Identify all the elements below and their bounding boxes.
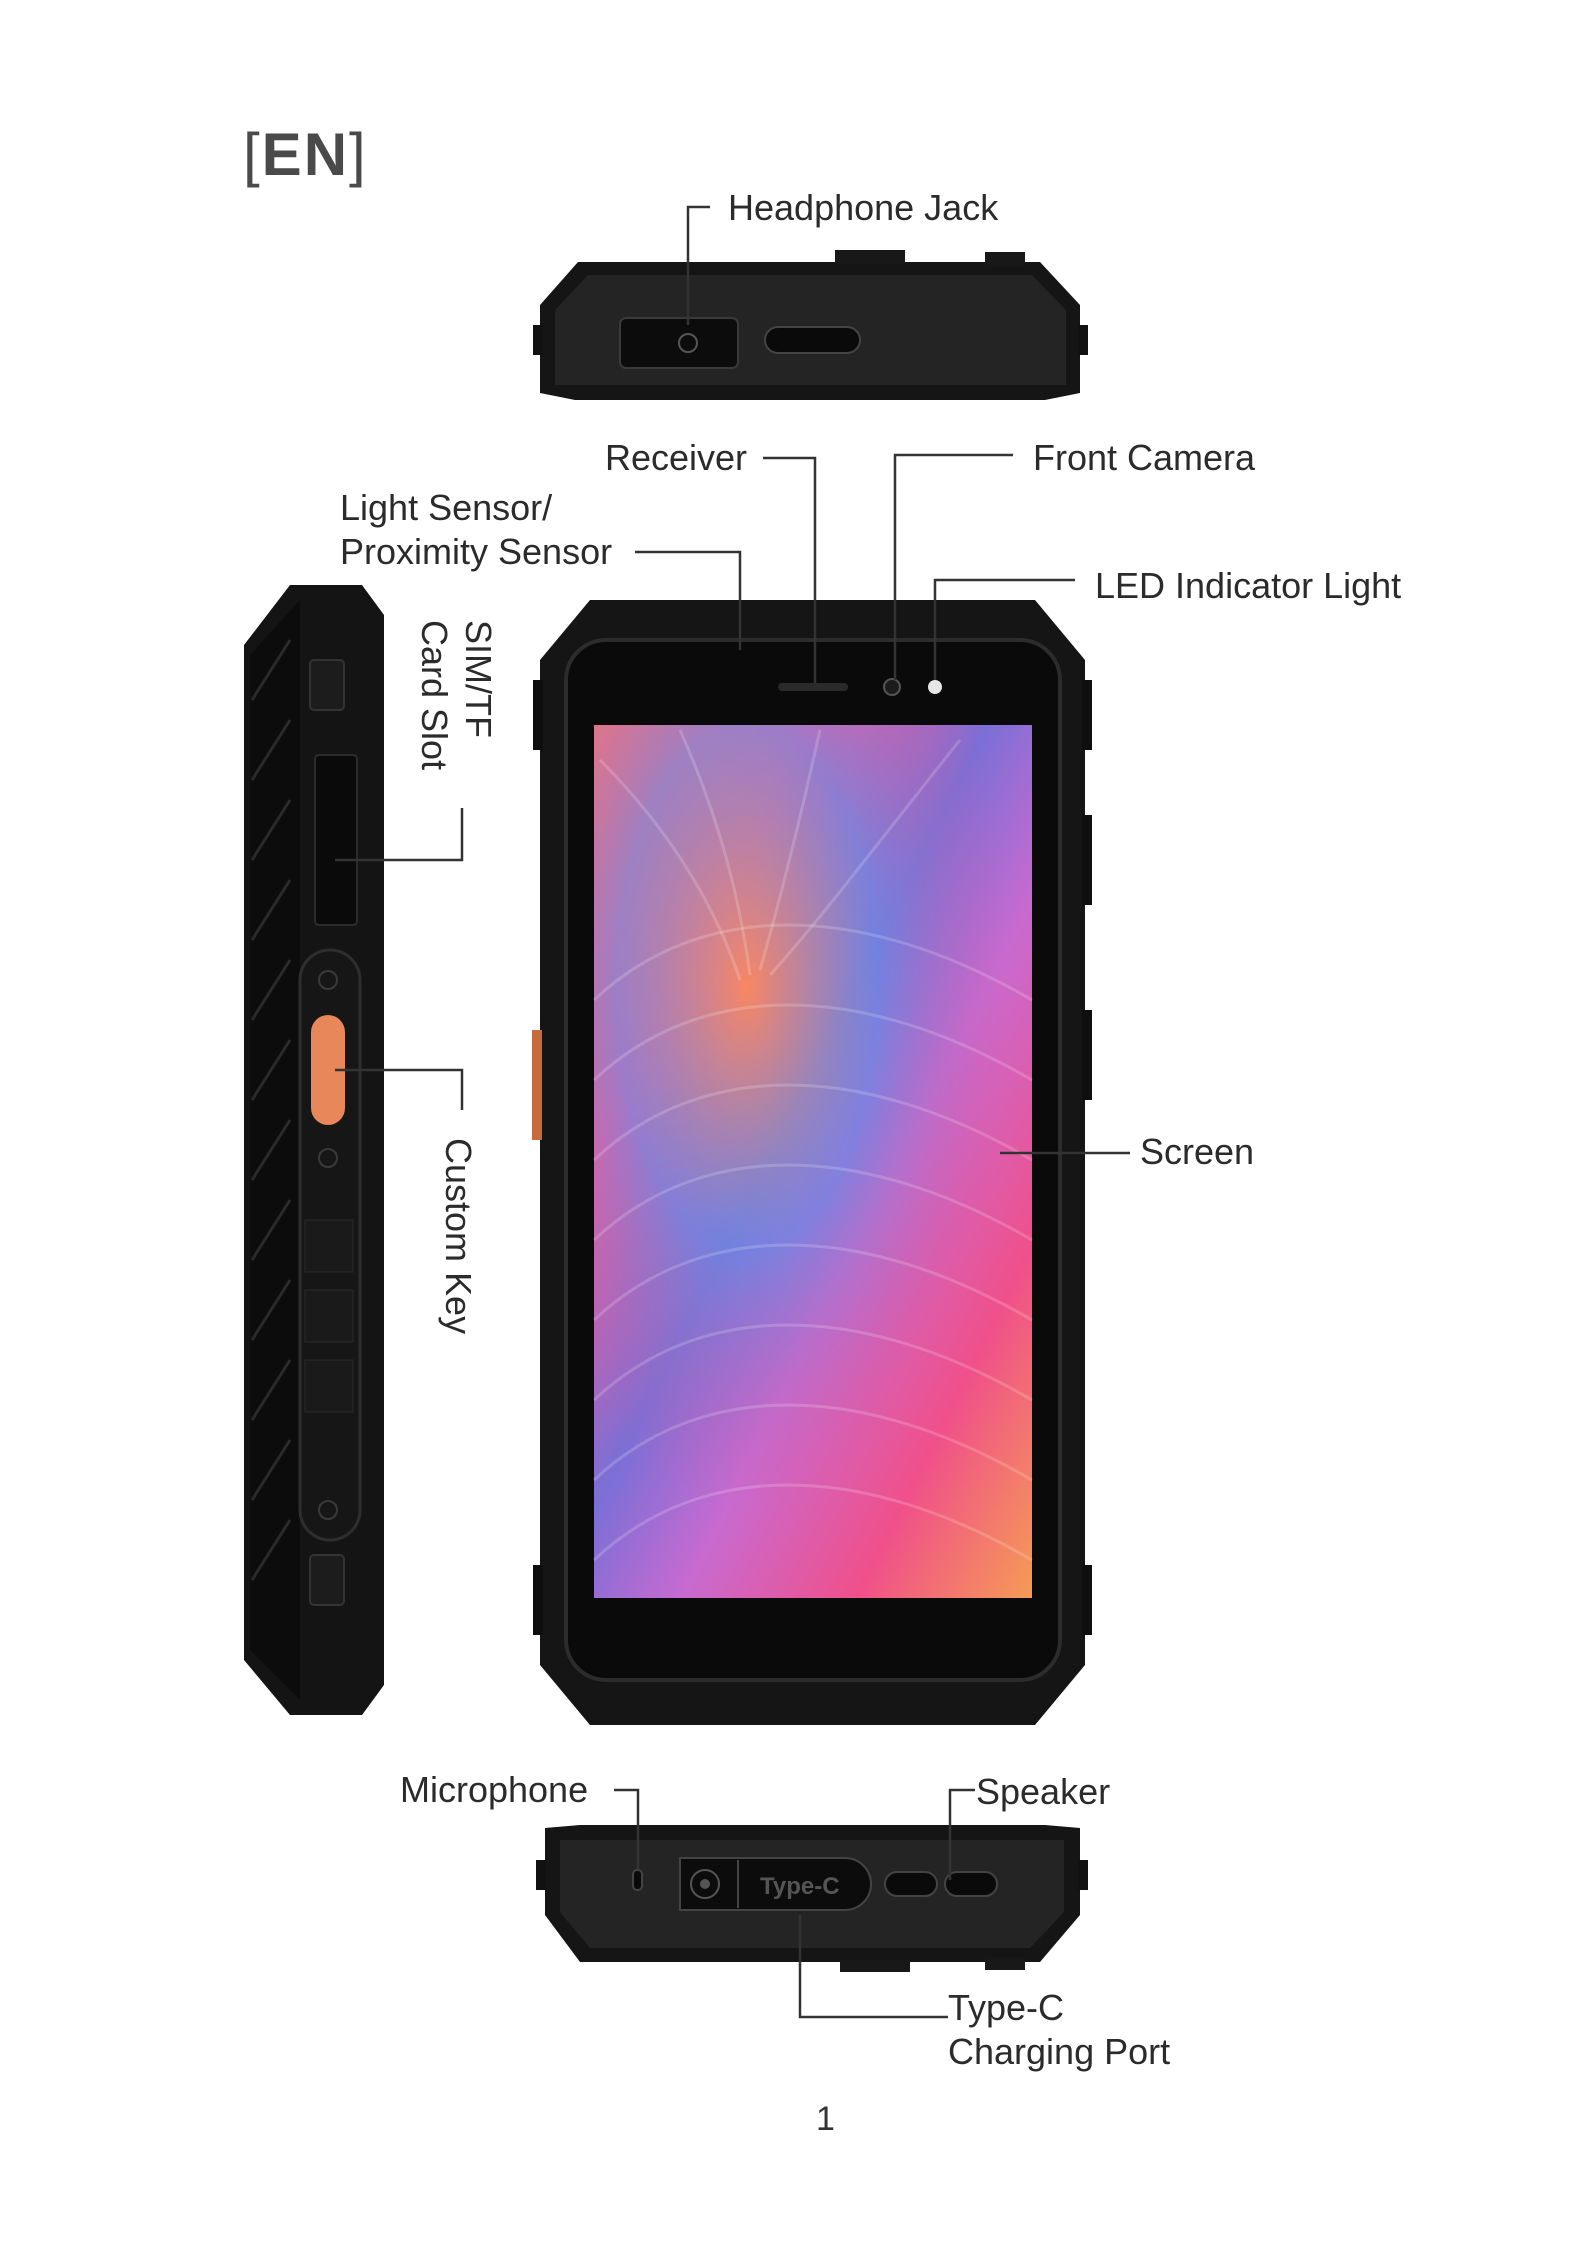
label-receiver: Receiver xyxy=(605,436,747,480)
top-view xyxy=(533,250,1088,400)
label-sim-tf-card-slot: SIM/TF Card Slot xyxy=(412,620,500,770)
sim-tf-card-slot xyxy=(315,755,357,925)
label-microphone: Microphone xyxy=(400,1768,588,1812)
page-number: 1 xyxy=(816,2100,835,2139)
side-view xyxy=(244,585,384,1715)
label-headphone-jack: Headphone Jack xyxy=(728,186,998,230)
speaker-grille-right xyxy=(945,1872,997,1896)
label-custom-key: Custom Key xyxy=(436,1138,480,1334)
label-light-sensor-line2: Proximity Sensor xyxy=(340,530,612,574)
label-speaker: Speaker xyxy=(976,1770,1110,1814)
front-camera xyxy=(884,679,900,695)
label-sim-line2: Card Slot xyxy=(412,620,456,770)
label-type-c-port: Type-C Charging Port xyxy=(948,1986,1170,2074)
label-light-sensor-line1: Light Sensor/ xyxy=(340,486,612,530)
label-type-c-line1: Type-C xyxy=(948,1986,1170,2030)
speaker-grille-left xyxy=(885,1872,937,1896)
receiver-grille xyxy=(778,683,848,691)
type-c-marking: Type-C xyxy=(760,1873,840,1900)
label-type-c-line2: Charging Port xyxy=(948,2030,1170,2074)
microphone-hole xyxy=(633,1870,642,1890)
label-sim-line1: SIM/TF xyxy=(456,620,500,770)
led-indicator xyxy=(928,680,942,694)
bottom-view: Type-C xyxy=(536,1825,1088,1972)
front-view xyxy=(532,600,1092,1725)
label-front-camera: Front Camera xyxy=(1033,436,1255,480)
label-led-indicator: LED Indicator Light xyxy=(1095,564,1401,608)
label-light-sensor: Light Sensor/ Proximity Sensor xyxy=(340,486,612,574)
top-speaker-grille xyxy=(765,327,860,353)
label-screen: Screen xyxy=(1140,1130,1254,1174)
